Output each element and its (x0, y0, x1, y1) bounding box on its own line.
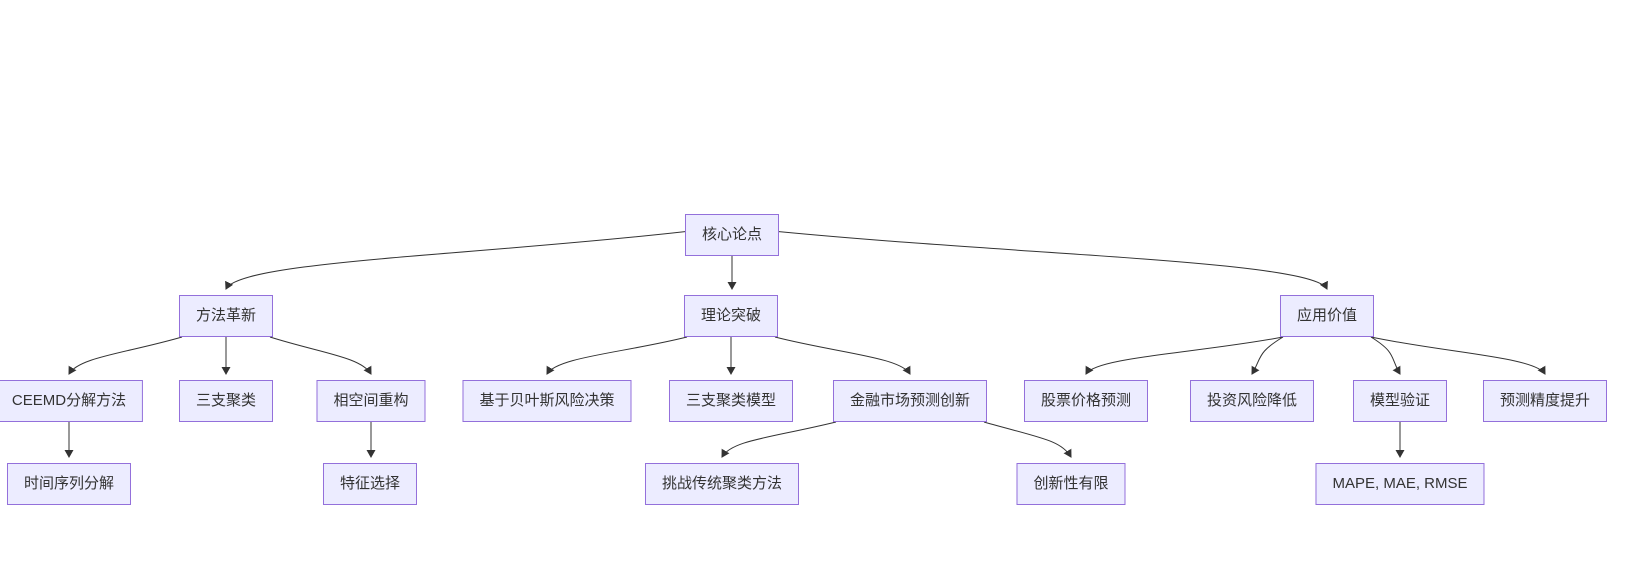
edge-method-ceemd (68, 336, 183, 375)
node-model-validation: 模型验证 (1352, 380, 1448, 422)
edge-theory-market-innovation (774, 336, 911, 375)
node-risk-reduction: 投资风险降低 (1189, 380, 1315, 422)
edge-market-innovation-limited-innovation (983, 421, 1072, 458)
node-stock-forecast: 股票价格预测 (1023, 380, 1149, 422)
node-three-way-model: 三支聚类模型 (668, 380, 794, 422)
node-phase-space: 相空间重构 (316, 380, 426, 422)
node-method: 方法革新 (178, 295, 274, 337)
edge-core-application (778, 231, 1328, 290)
edge-core-method (225, 231, 686, 290)
node-theory: 理论突破 (683, 295, 779, 337)
edge-application-stock-forecast (1085, 336, 1284, 375)
node-application: 应用价值 (1279, 295, 1375, 337)
node-ceemd: CEEMD分解方法 (0, 380, 144, 422)
node-feature-selection: 特征选择 (322, 463, 418, 505)
edge-method-phase-space (269, 336, 372, 375)
node-core: 核心论点 (684, 214, 780, 256)
node-bayes-risk: 基于贝叶斯风险决策 (462, 380, 632, 422)
node-accuracy-gain: 预测精度提升 (1482, 380, 1608, 422)
node-challenge-clustering: 挑战传统聚类方法 (644, 463, 800, 505)
edge-application-model-validation (1370, 336, 1401, 375)
node-error-metrics: MAPE, MAE, RMSE (1315, 463, 1485, 505)
edge-application-accuracy-gain (1370, 336, 1546, 375)
edge-theory-bayes-risk (546, 336, 688, 375)
node-market-innovation: 金融市场预测创新 (832, 380, 988, 422)
node-limited-innovation: 创新性有限 (1016, 463, 1126, 505)
edge-market-innovation-challenge-clustering (721, 421, 837, 458)
edge-application-risk-reduction (1251, 336, 1284, 375)
node-three-way-clustering: 三支聚类 (178, 380, 274, 422)
node-time-series-decomp: 时间序列分解 (6, 463, 132, 505)
